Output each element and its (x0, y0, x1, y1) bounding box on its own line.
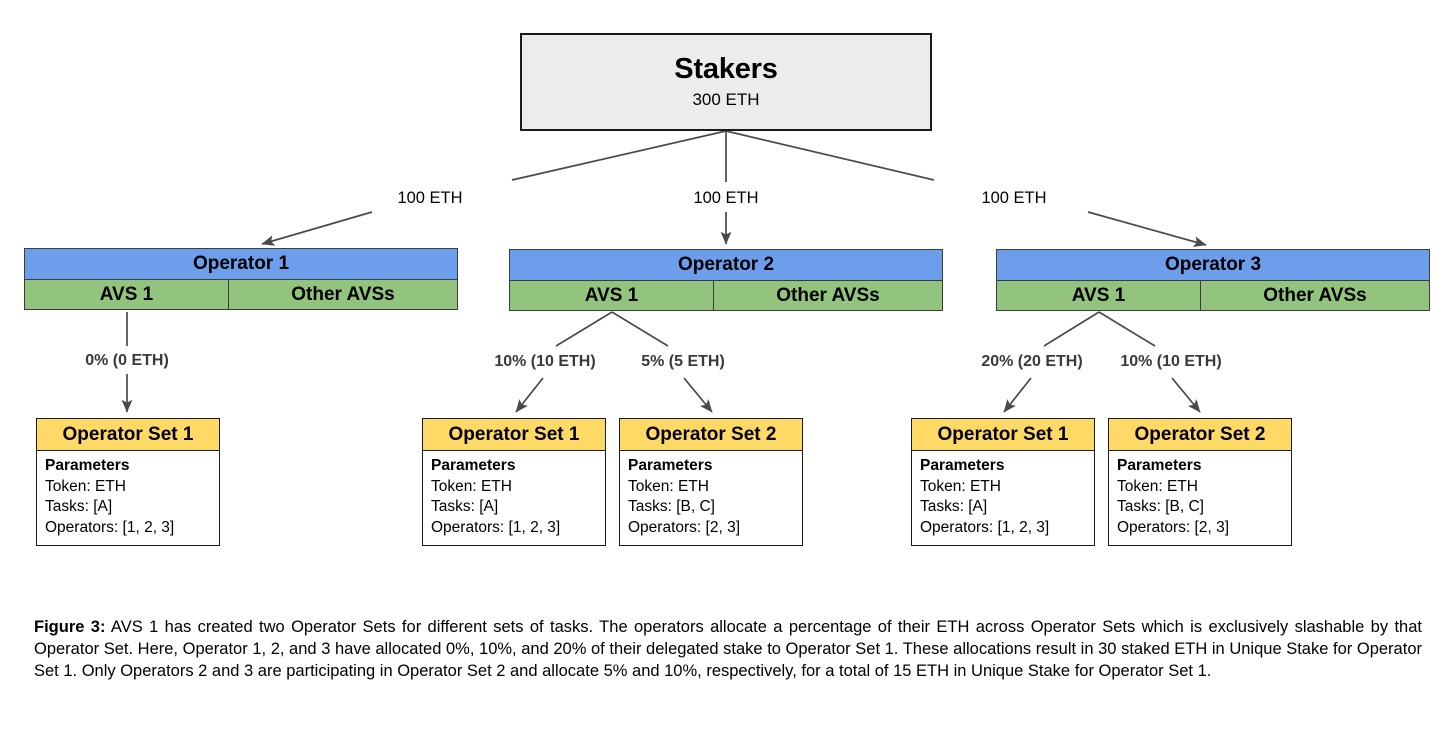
operator-set-card-1: Operator Set 1 Parameters Token: ETH Tas… (36, 418, 220, 547)
figure-caption: Figure 3: AVS 1 has created two Operator… (34, 617, 1422, 682)
operator-set-card-4-title: Operator Set 1 (911, 418, 1095, 451)
operator-3-name: Operator 3 (996, 249, 1430, 281)
param-token: Token: ETH (1117, 477, 1198, 495)
operator-set-card-2: Operator Set 1 Parameters Token: ETH Tas… (422, 418, 606, 547)
operator-2-allocation-2: 5% (5 ETH) (641, 353, 725, 370)
operator-3-allocation-2: 10% (10 ETH) (1120, 353, 1222, 370)
operator-2-other-avs-cell: Other AVSs (714, 281, 943, 311)
operator-set-card-1-title: Operator Set 1 (36, 418, 220, 451)
param-token: Token: ETH (431, 477, 512, 495)
param-tasks: Tasks: [A] (920, 498, 988, 516)
operator-1-avs-row: AVS 1 Other AVSs (24, 280, 458, 310)
operator-3-avs-row: AVS 1 Other AVSs (996, 281, 1430, 311)
operator-1-name: Operator 1 (24, 248, 458, 280)
operator-set-card-4-body: Parameters Token: ETH Tasks: [A] Operato… (911, 451, 1095, 547)
operator-1-other-avs-cell: Other AVSs (229, 280, 458, 310)
params-heading: Parameters (45, 457, 130, 474)
operator-3-other-avs-cell: Other AVSs (1201, 281, 1430, 311)
operator-1-avs1-cell: AVS 1 (24, 280, 229, 310)
operator-block-3: Operator 3 AVS 1 Other AVSs (996, 249, 1430, 311)
operator-set-card-1-body: Parameters Token: ETH Tasks: [A] Operato… (36, 451, 220, 547)
stakers-title: Stakers (674, 52, 778, 85)
operator-2-avs-row: AVS 1 Other AVSs (509, 281, 943, 311)
param-operators: Operators: [2, 3] (1117, 518, 1229, 536)
operator-set-card-2-title: Operator Set 1 (422, 418, 606, 451)
operator-set-card-5-body: Parameters Token: ETH Tasks: [B, C] Oper… (1108, 451, 1292, 547)
param-tasks: Tasks: [B, C] (1117, 498, 1204, 516)
param-tasks: Tasks: [A] (45, 498, 113, 516)
operator-3-avs1-cell: AVS 1 (996, 281, 1201, 311)
param-operators: Operators: [1, 2, 3] (45, 518, 175, 536)
stakers-amount: 300 ETH (692, 90, 760, 110)
operator-block-2: Operator 2 AVS 1 Other AVSs (509, 249, 943, 311)
param-operators: Operators: [1, 2, 3] (920, 518, 1050, 536)
delegation-label-3: 100 ETH (981, 189, 1047, 207)
param-token: Token: ETH (920, 477, 1001, 495)
figure-caption-label: Figure 3: (34, 618, 106, 636)
delegation-label-1: 100 ETH (397, 189, 463, 207)
operator-2-name: Operator 2 (509, 249, 943, 281)
stakers-box: Stakers 300 ETH (520, 33, 932, 131)
operator-set-card-3-title: Operator Set 2 (619, 418, 803, 451)
operator-2-allocation-1: 10% (10 ETH) (494, 353, 596, 370)
param-operators: Operators: [2, 3] (628, 518, 740, 536)
param-operators: Operators: [1, 2, 3] (431, 518, 561, 536)
params-heading: Parameters (1117, 457, 1202, 474)
operator-set-card-5: Operator Set 2 Parameters Token: ETH Tas… (1108, 418, 1292, 547)
operator-2-avs1-cell: AVS 1 (509, 281, 714, 311)
operator-set-card-3: Operator Set 2 Parameters Token: ETH Tas… (619, 418, 803, 547)
operator-set-card-3-body: Parameters Token: ETH Tasks: [B, C] Oper… (619, 451, 803, 547)
operator-set-card-5-title: Operator Set 2 (1108, 418, 1292, 451)
figure-caption-text: AVS 1 has created two Operator Sets for … (34, 618, 1422, 680)
param-token: Token: ETH (628, 477, 709, 495)
operator-block-1: Operator 1 AVS 1 Other AVSs (24, 248, 458, 310)
param-tasks: Tasks: [A] (431, 498, 499, 516)
param-tasks: Tasks: [B, C] (628, 498, 715, 516)
params-heading: Parameters (920, 457, 1005, 474)
operator-3-allocation-1: 20% (20 ETH) (981, 353, 1083, 370)
params-heading: Parameters (431, 457, 516, 474)
param-token: Token: ETH (45, 477, 126, 495)
operator-set-card-4: Operator Set 1 Parameters Token: ETH Tas… (911, 418, 1095, 547)
params-heading: Parameters (628, 457, 713, 474)
operator-1-allocation-1: 0% (0 ETH) (85, 352, 169, 369)
operator-set-card-2-body: Parameters Token: ETH Tasks: [A] Operato… (422, 451, 606, 547)
delegation-label-2: 100 ETH (693, 189, 759, 207)
